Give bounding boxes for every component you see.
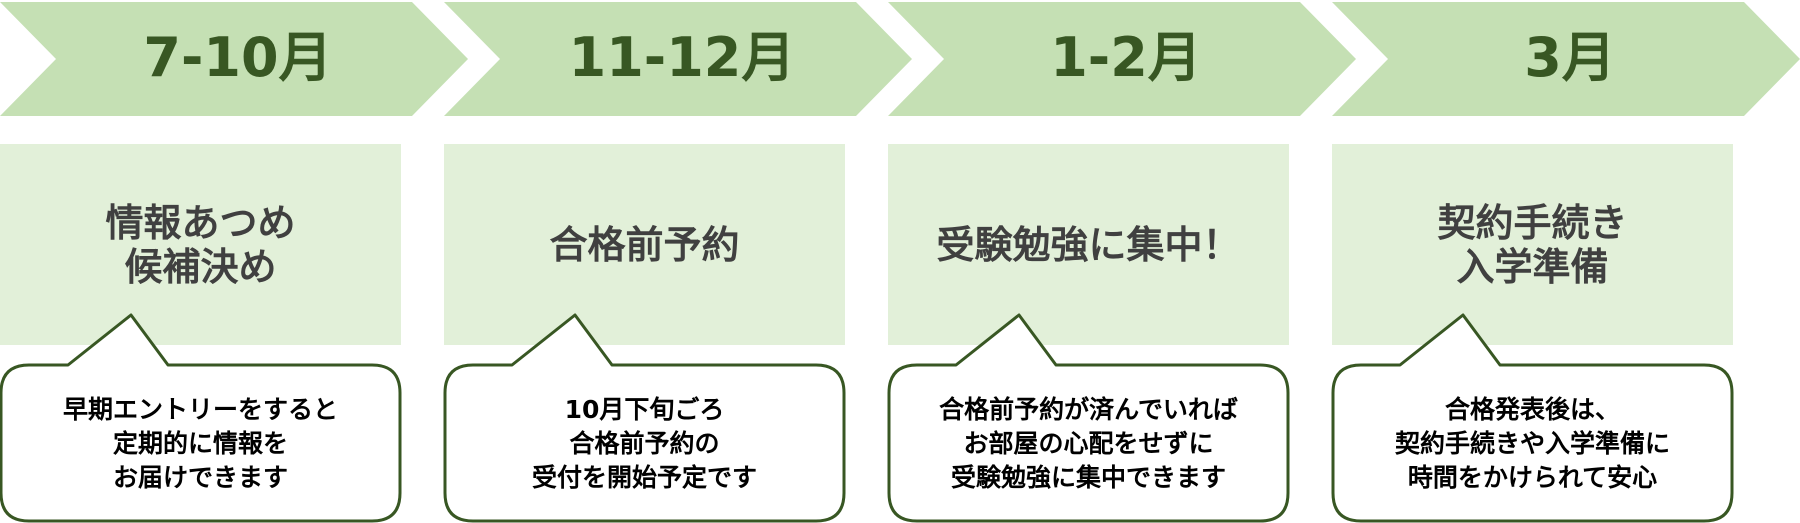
task-label: 候補決め bbox=[124, 245, 276, 289]
note-line: 合格前予約が済んでいれば bbox=[939, 395, 1238, 424]
note-line: 定期的に情報を bbox=[113, 429, 288, 458]
task-label: 受験勉強に集中！ bbox=[936, 223, 1240, 267]
period-label: 7-10月 bbox=[143, 26, 332, 89]
note-line: 合格発表後は、 bbox=[1445, 395, 1620, 424]
note-line: 契約手続きや入学準備に bbox=[1395, 429, 1670, 458]
period-arrow bbox=[444, 2, 912, 116]
note-line: 合格前予約の bbox=[569, 429, 719, 458]
task-label: 契約手続き bbox=[1437, 201, 1627, 245]
note-line: 10月下旬ごろ bbox=[565, 395, 725, 424]
note-line: 早期エントリーをすると bbox=[63, 395, 338, 424]
note-bubble bbox=[0, 313, 402, 523]
task-label: 情報あつめ bbox=[105, 201, 295, 245]
task-box bbox=[1332, 144, 1733, 345]
period-arrow bbox=[0, 2, 468, 116]
note-line: 時間をかけられて安心 bbox=[1408, 463, 1657, 492]
period-label: 3月 bbox=[1524, 26, 1616, 89]
task-label: 入学準備 bbox=[1456, 245, 1608, 289]
task-box bbox=[0, 144, 401, 345]
task-label: 合格前予約 bbox=[549, 223, 739, 267]
period-arrow bbox=[1332, 2, 1800, 116]
note-line: お届けできます bbox=[113, 463, 288, 492]
note-line: お部屋の心配をせずに bbox=[963, 429, 1213, 458]
note-bubble bbox=[1331, 313, 1734, 523]
period-label: 1-2月 bbox=[1050, 26, 1202, 89]
note-bubble bbox=[443, 313, 846, 523]
task-box bbox=[888, 144, 1289, 345]
task-box bbox=[444, 144, 845, 345]
note-line: 受験勉強に集中できます bbox=[951, 463, 1226, 492]
note-bubble bbox=[887, 313, 1290, 523]
period-label: 11-12月 bbox=[569, 26, 796, 89]
period-arrow bbox=[888, 2, 1356, 116]
note-line: 受付を開始予定です bbox=[532, 463, 757, 492]
